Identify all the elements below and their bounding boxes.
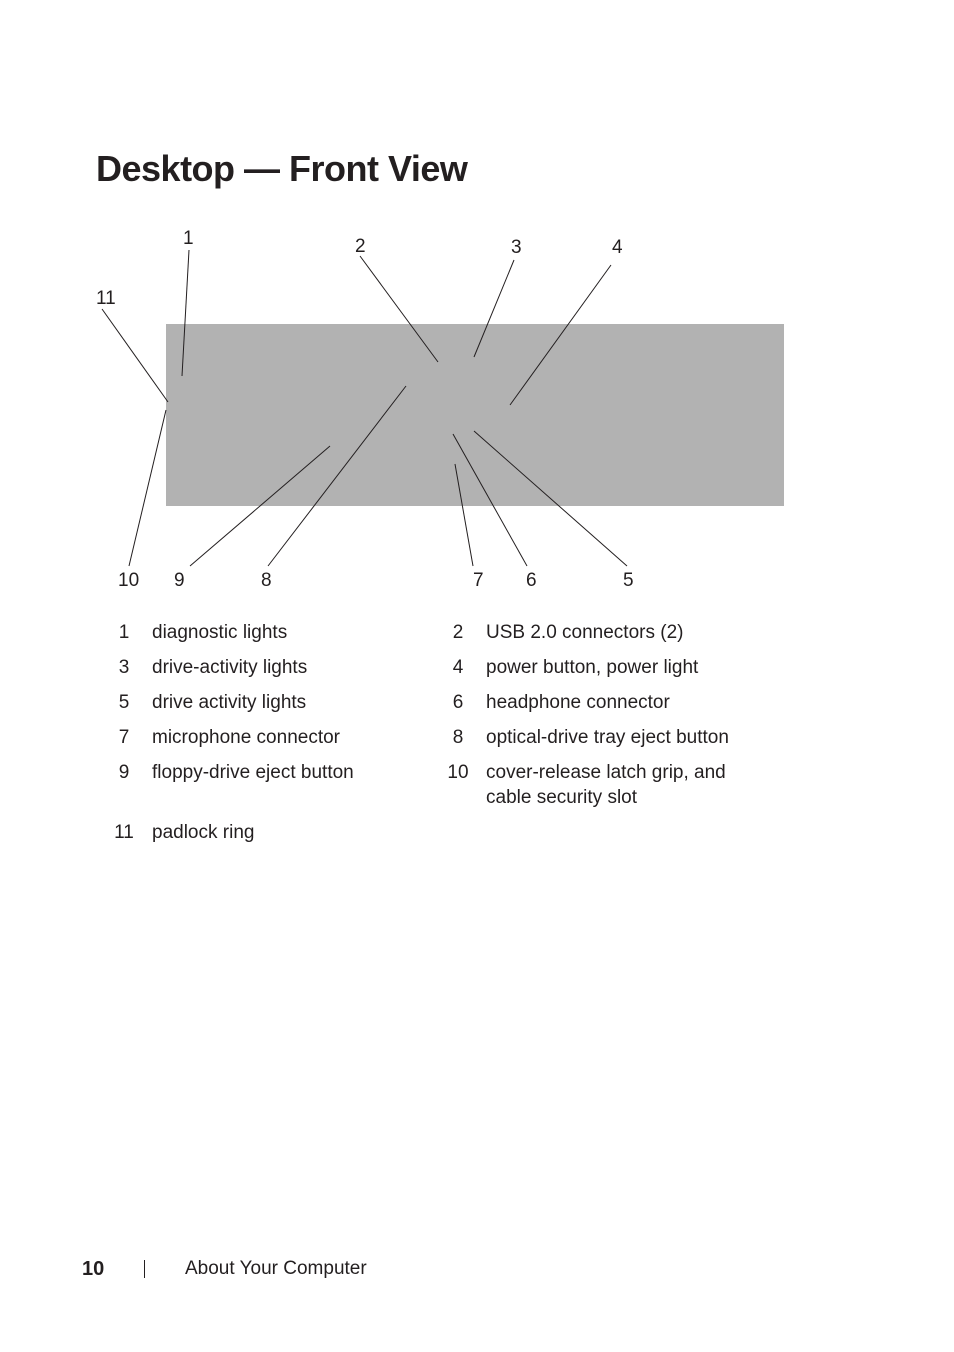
callout-2: 2 [355, 236, 366, 257]
callout-4: 4 [612, 237, 623, 258]
legend-item: 5 drive activity lights [96, 690, 430, 715]
leader-line-11 [101, 308, 169, 403]
legend-description: padlock ring [152, 822, 255, 843]
legend-item: 1 diagnostic lights [96, 620, 430, 645]
leader-line-5 [473, 430, 628, 567]
callout-legend: 1 diagnostic lights 2 USB 2.0 connectors… [96, 620, 796, 855]
front-view-figure: 1 2 3 4 5 6 7 8 9 10 11 [0, 0, 954, 600]
footer-divider [144, 1260, 145, 1278]
page-number: 10 [82, 1257, 105, 1280]
leader-line-10 [128, 409, 167, 567]
leader-line-4 [509, 264, 612, 406]
legend-item: 8 optical-drive tray eject button [430, 725, 764, 750]
legend-description: microphone connector [152, 727, 340, 748]
legend-row: 1 diagnostic lights 2 USB 2.0 connectors… [96, 620, 796, 645]
callout-1: 1 [183, 228, 194, 249]
callout-11: 11 [96, 288, 116, 309]
legend-number: 10 [447, 762, 469, 783]
legend-description: headphone connector [486, 692, 670, 713]
leader-line-8 [267, 385, 407, 567]
chapter-title: About Your Computer [185, 1258, 367, 1279]
leader-line-7 [454, 463, 474, 567]
legend-description: drive-activity lights [152, 657, 308, 678]
legend-number: 3 [118, 657, 130, 678]
legend-description: drive activity lights [152, 692, 307, 713]
page-title: Desktop — Front View [96, 148, 468, 189]
page-footer: 10 About Your Computer [82, 1256, 367, 1282]
legend-row: 5 drive activity lights 6 headphone conn… [96, 690, 796, 715]
legend-description: optical-drive tray eject button [486, 727, 729, 748]
legend-item: 10 cover-release latch grip, and cable s… [430, 760, 764, 810]
callout-5: 5 [623, 570, 634, 591]
legend-number: 5 [118, 692, 130, 713]
legend-item: 6 headphone connector [430, 690, 764, 715]
leader-line-6 [452, 433, 528, 567]
leader-line-3 [473, 259, 515, 358]
legend-description: power button, power light [486, 657, 699, 678]
callout-10: 10 [118, 570, 139, 591]
leader-line-9 [189, 445, 331, 567]
legend-row: 3 drive-activity lights 4 power button, … [96, 655, 796, 680]
legend-description: cover-release latch grip, and cable secu… [486, 762, 726, 808]
legend-item: 9 floppy-drive eject button [96, 760, 430, 810]
front-view-illustration: 1 2 3 4 5 6 7 8 9 10 11 [96, 228, 784, 591]
legend-item: 7 microphone connector [96, 725, 430, 750]
legend-number: 11 [114, 822, 134, 843]
callout-9: 9 [174, 570, 185, 591]
legend-number: 8 [452, 727, 464, 748]
callout-7: 7 [473, 570, 484, 591]
legend-number: 9 [118, 762, 130, 783]
legend-number: 4 [452, 657, 464, 678]
leader-line-2 [359, 255, 439, 363]
legend-item: 4 power button, power light [430, 655, 764, 680]
callout-8: 8 [261, 570, 272, 591]
legend-number: 7 [118, 727, 130, 748]
callout-6: 6 [526, 570, 537, 591]
legend-description: USB 2.0 connectors (2) [486, 622, 684, 643]
legend-item: 3 drive-activity lights [96, 655, 430, 680]
legend-number: 1 [118, 622, 130, 643]
legend-number: 6 [452, 692, 464, 713]
legend-row: 11 padlock ring [96, 820, 796, 845]
legend-item: 2 USB 2.0 connectors (2) [430, 620, 764, 645]
legend-description: floppy-drive eject button [152, 762, 354, 783]
legend-item: 11 padlock ring [96, 820, 430, 845]
legend-row: 9 floppy-drive eject button 10 cover-rel… [96, 760, 796, 810]
computer-front-panel [166, 324, 784, 506]
legend-row: 7 microphone connector 8 optical-drive t… [96, 725, 796, 750]
callout-3: 3 [511, 237, 522, 258]
leader-line-1 [181, 249, 190, 377]
legend-number: 2 [452, 622, 464, 643]
legend-description: diagnostic lights [152, 622, 288, 643]
